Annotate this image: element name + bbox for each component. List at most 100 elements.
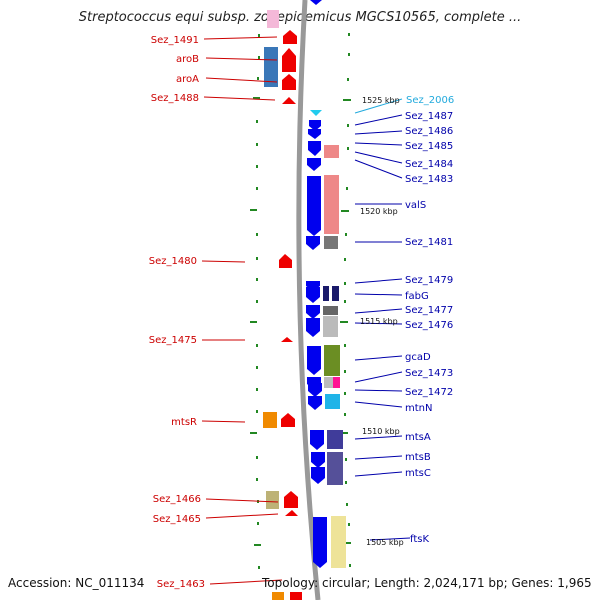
gene-olive-1466[interactable] [266,491,279,509]
gene-pink-1485[interactable] [324,145,339,158]
leader [354,130,403,135]
label-mtsr[interactable]: mtsR [171,417,197,428]
label-sez-1477[interactable]: Sez_1477 [405,305,453,316]
label-aroa[interactable]: aroA [176,74,199,85]
gene-slate-mtsa[interactable] [327,430,343,449]
label-sez-1491[interactable]: Sez_1491 [151,35,199,46]
tick [256,143,258,146]
leader [354,371,403,383]
gene-red-bottom[interactable] [290,592,302,600]
tick-marks [250,33,351,569]
gene-grey-1473[interactable] [324,377,334,388]
tick [348,523,350,526]
gene-sez-1480[interactable] [279,254,292,268]
gene-orange-mtsr[interactable] [263,412,277,428]
gene-mtnn[interactable] [308,396,322,410]
label-sez-1483[interactable]: Sez_1483 [405,174,453,185]
label-sez-1475[interactable]: Sez_1475 [149,335,197,346]
left-leaders [201,36,283,585]
gene-fabg[interactable] [306,287,320,303]
gene-sez-1485[interactable] [308,141,321,156]
gene-green-gcad[interactable] [324,345,340,376]
gene-sez-1466[interactable] [284,491,298,508]
label-sez-1487[interactable]: Sez_1487 [405,111,453,122]
tick [346,503,348,506]
gene-orange-bottom[interactable] [272,592,284,600]
gene-mtsa[interactable] [310,430,324,450]
gene-sez-1476[interactable] [306,318,320,337]
gene-mtsr[interactable] [281,413,295,427]
gene-arob[interactable] [282,48,296,72]
label-sez-1484[interactable]: Sez_1484 [405,159,453,170]
gene-aroa[interactable] [282,74,296,90]
label-sez-1481[interactable]: Sez_1481 [405,237,453,248]
label-sez-1476[interactable]: Sez_1476 [405,320,453,331]
backbone [296,0,321,600]
gene-mtsc[interactable] [311,467,325,484]
label-mtsb[interactable]: mtsB [405,452,431,463]
gene-sez-1484[interactable] [307,158,321,171]
gene-grey-1477[interactable] [323,306,338,315]
gene-sez-1488[interactable] [282,97,296,104]
label-sez-1485[interactable]: Sez_1485 [405,141,453,152]
gene-sez-1487[interactable] [309,120,321,131]
gene-grey-1481[interactable] [324,236,338,249]
label-sez-1488[interactable]: Sez_1488 [151,93,199,104]
gene-top-stub[interactable] [310,0,322,5]
gene-blue-arob[interactable] [264,47,278,87]
label-sez-1472[interactable]: Sez_1472 [405,387,453,398]
tick [340,321,348,323]
tick [256,478,258,481]
gene-slate-mtsb[interactable] [327,452,343,485]
leader [205,513,279,519]
tick [347,78,349,81]
label-mtsa[interactable]: mtsA [405,432,431,443]
label-sez-1463[interactable]: Sez_1463 [157,579,205,590]
label-sez-1480[interactable]: Sez_1480 [149,256,197,267]
label-gcad[interactable]: gcaD [405,352,431,363]
gene-mtsb[interactable] [311,452,325,468]
label-sez-1486[interactable]: Sez_1486 [405,126,453,137]
tick [256,120,258,123]
gene-sez-1491[interactable] [283,30,297,44]
gene-sez-1465[interactable] [285,510,298,516]
gene-sez-1475[interactable] [281,337,293,342]
gene-stripe-fabg[interactable] [329,286,332,301]
label-fabg[interactable]: fabG [405,291,429,302]
label-sez-1473[interactable]: Sez_1473 [405,368,453,379]
gene-magenta-1473[interactable] [333,377,340,388]
label-mtsc[interactable]: mtsC [405,468,431,479]
gene-sez-1477[interactable] [306,305,320,319]
label-sez-1479[interactable]: Sez_1479 [405,275,453,286]
gene-vals[interactable] [307,176,321,236]
label-mtnn[interactable]: mtnN [405,403,432,414]
gene-yellow-ftsk[interactable] [331,516,346,568]
gene-sez-1481[interactable] [306,236,320,250]
leader [205,77,278,83]
gene-pink-vals[interactable] [324,175,339,234]
gene-sez-1486[interactable] [308,129,321,139]
gene-sez-2006[interactable] [310,110,322,116]
leader [354,278,403,284]
gene-pink-top[interactable] [267,10,279,28]
gene-lightgrey-1476[interactable] [323,316,338,337]
gene-ftsk[interactable] [313,517,327,568]
label-ftsk[interactable]: ftsK [410,534,429,545]
label-vals[interactable]: valS [405,200,426,211]
label-sez-1466[interactable]: Sez_1466 [153,494,201,505]
gene-sez-1472[interactable] [308,383,322,397]
label-arob[interactable]: aroB [176,54,199,65]
tick [256,410,258,413]
label-sez-2006[interactable]: Sez_2006 [406,95,454,106]
tick [345,233,347,236]
tick [343,99,351,101]
gene-cyan-mtnn[interactable] [325,394,340,409]
tick [345,481,347,484]
label-sez-1465[interactable]: Sez_1465 [153,514,201,525]
gene-gcad[interactable] [307,346,321,375]
leader [354,308,403,314]
forward-genes [279,30,298,516]
tick [256,278,258,281]
leader [354,159,403,179]
leader [201,420,246,423]
